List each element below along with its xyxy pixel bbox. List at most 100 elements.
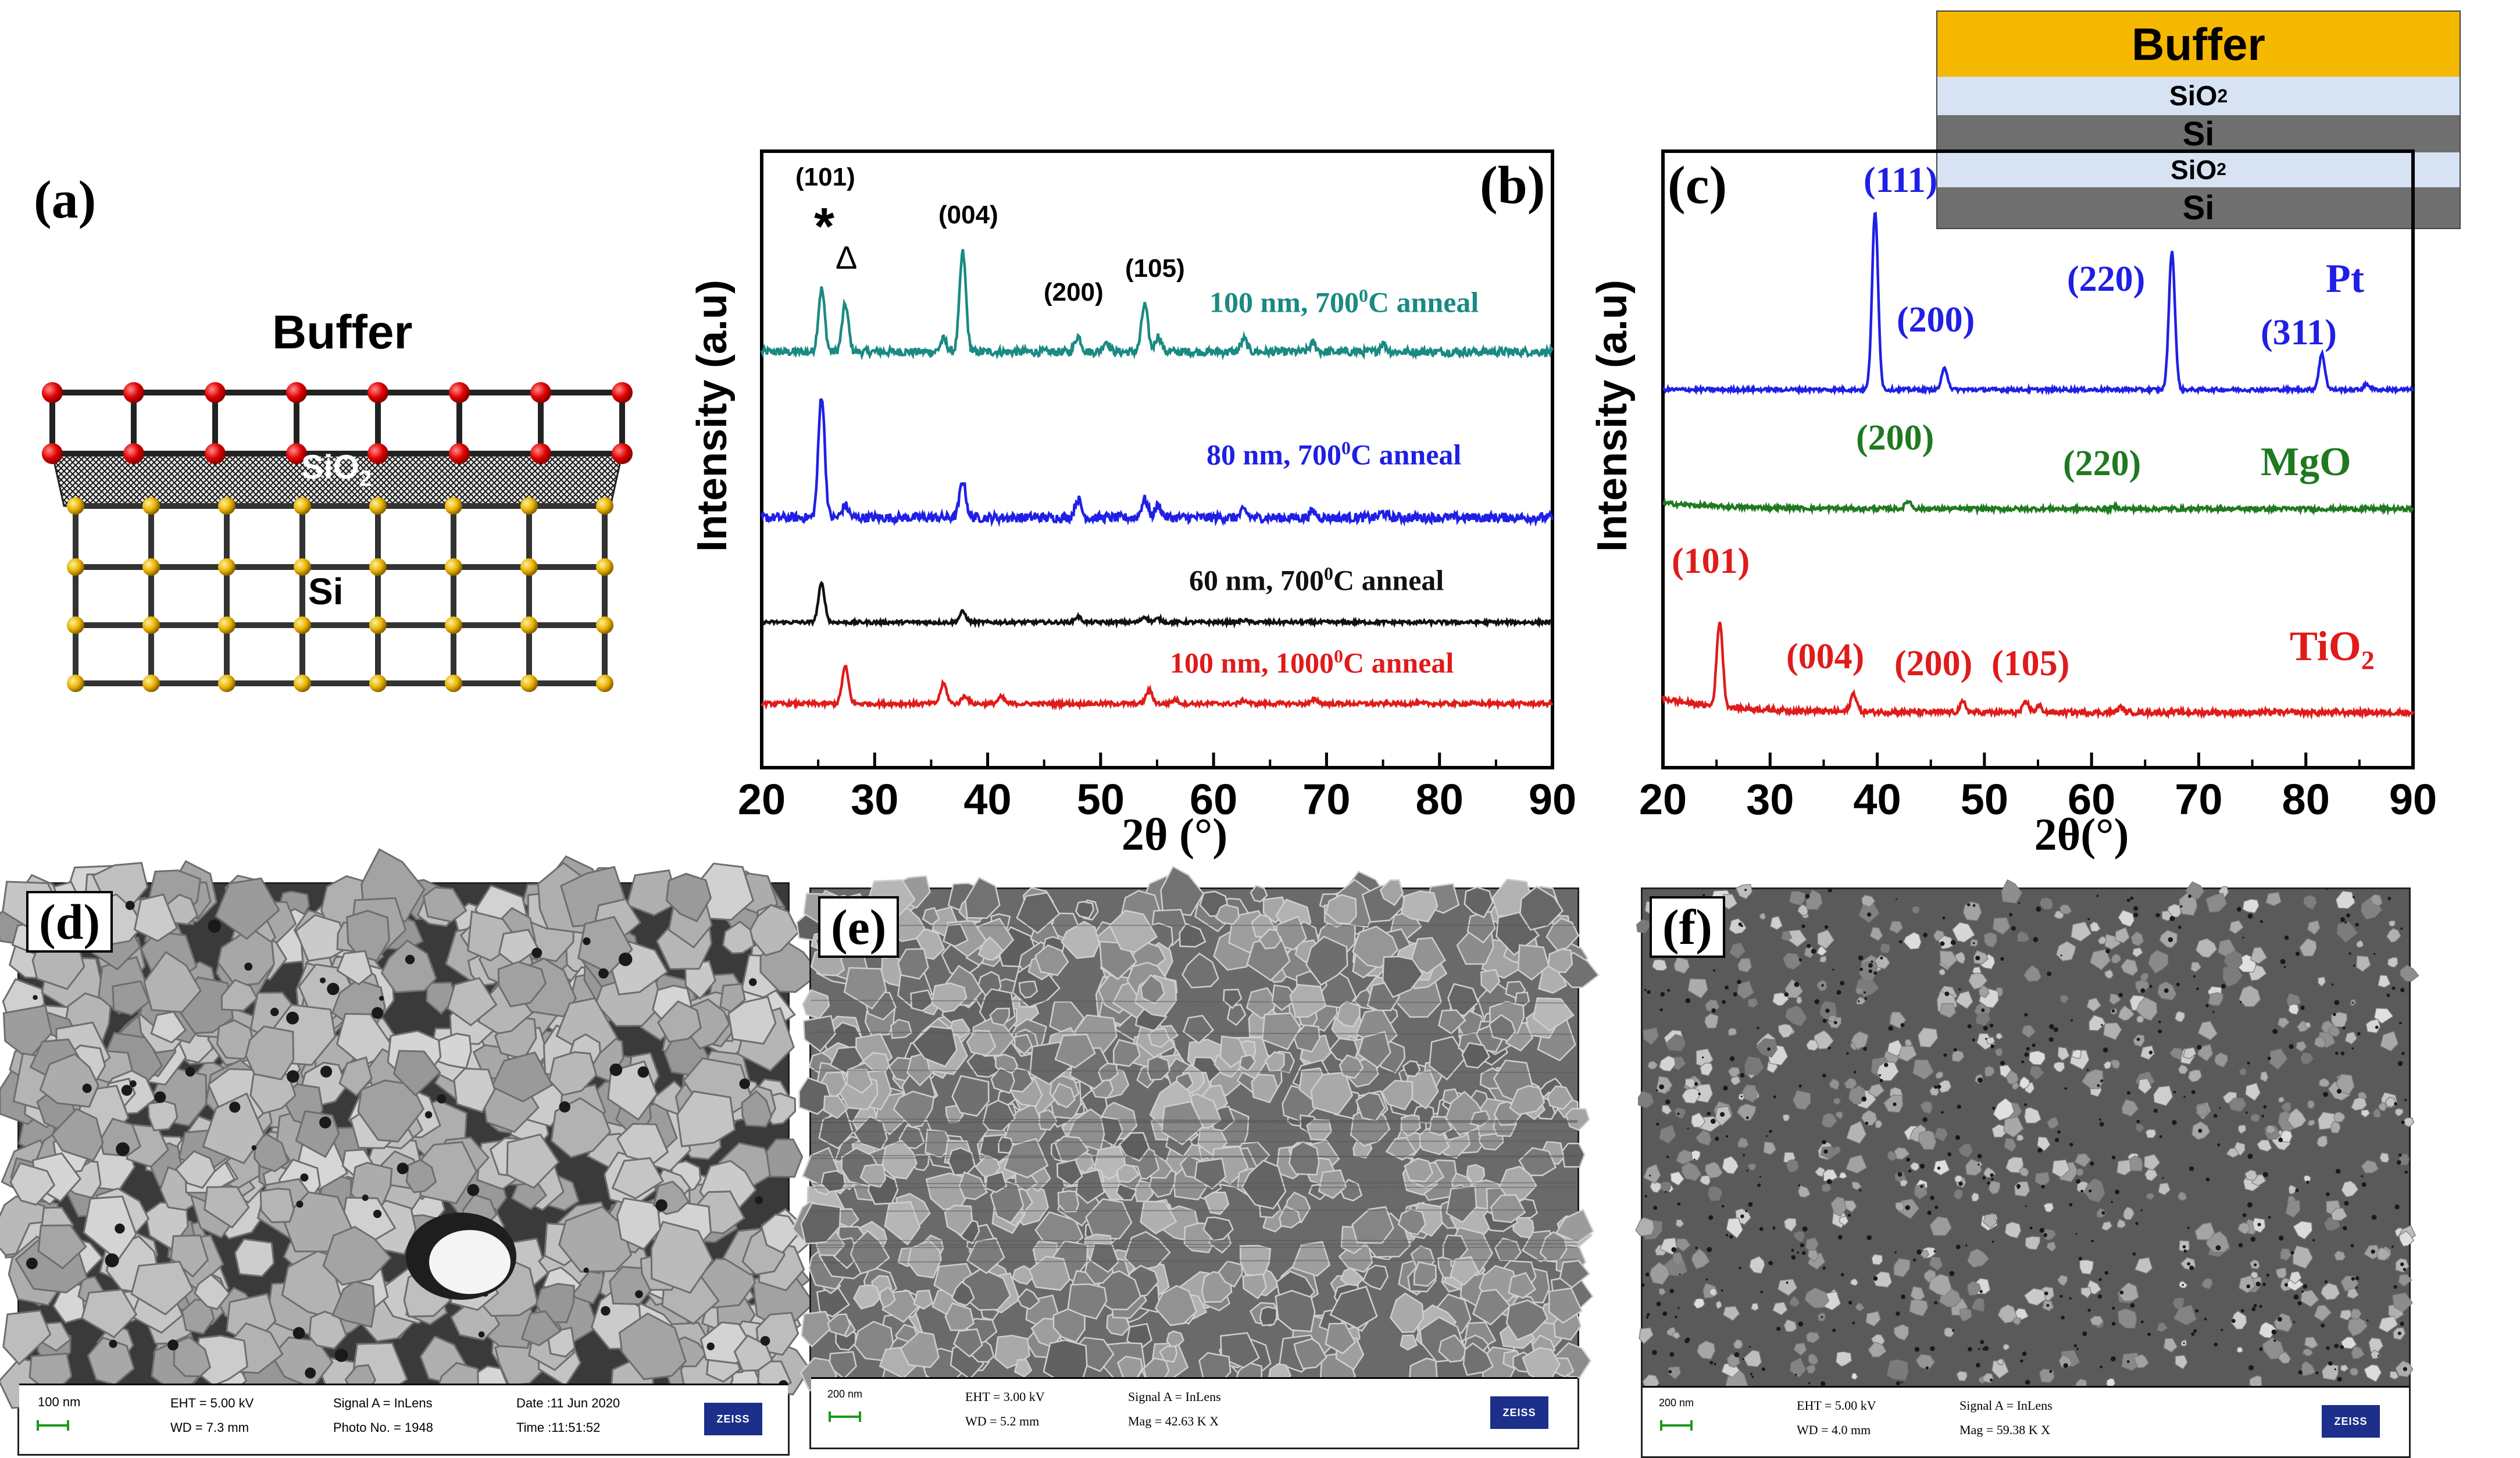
sem-pore (2260, 920, 2263, 923)
sem-grain (1044, 1340, 1087, 1382)
panel-a-sio2-label: SiO2 (301, 448, 372, 492)
sem-pore (2353, 896, 2355, 899)
sem-pore (1990, 1045, 1994, 1049)
sem-e-label: (e) (818, 896, 899, 958)
sem-pore (1757, 1027, 1759, 1029)
sem-pore (2140, 988, 2145, 993)
sem-pore (2080, 1190, 2083, 1193)
sem-pore (2198, 1129, 2202, 1133)
sem-pore (2280, 959, 2286, 964)
sem-pore (2315, 1371, 2318, 1374)
sem-pore (2335, 1368, 2336, 1370)
sem-pore (1832, 1328, 1836, 1332)
si-atom (445, 497, 462, 515)
sem-pore (2340, 1345, 2344, 1349)
sem-pore (1644, 989, 1647, 991)
sem-pore (1821, 1316, 1823, 1318)
sem-pore (1773, 1096, 1776, 1099)
sem-pore (1722, 1000, 1726, 1004)
sem-grain (1820, 956, 1827, 963)
sem-pore (2254, 1304, 2257, 1307)
panel-a-si-label: Si (308, 570, 343, 613)
sem-pore (2366, 1320, 2368, 1321)
chart-b-series-0-sup: 0 (1359, 285, 1368, 306)
si-atom (596, 558, 613, 576)
sem-pore (130, 1081, 137, 1088)
sem-pore (2196, 988, 2199, 990)
sem-pore (2405, 1171, 2408, 1174)
sem-pore (2397, 1160, 2401, 1165)
sem-pore (2183, 1245, 2186, 1249)
sem-d-scale: 100 nm (38, 1395, 80, 1410)
sem-pore (2239, 1243, 2243, 1247)
sem-pore (1746, 1210, 1748, 1213)
sem-pore (373, 1210, 381, 1218)
sem-pore (1652, 1350, 1657, 1355)
xrd-series-1 (1663, 501, 2413, 511)
chart-b-series-3-suffix: C anneal (1343, 647, 1454, 679)
sem-e-scalebar-icon (827, 1409, 862, 1424)
sem-d-wd: WD = 7.3 mm (170, 1420, 249, 1435)
sem-pore (2248, 1365, 2254, 1370)
sem-pore (2399, 1022, 2402, 1025)
sem-pore (2100, 1366, 2103, 1368)
si-atom (218, 675, 235, 692)
sem-pore (1677, 1307, 1679, 1309)
chart-b-series-2-name: 60 nm, 700 (1189, 564, 1324, 597)
sem-pore (2164, 988, 2169, 993)
sem-e-mag: Mag = 42.63 K X (1128, 1414, 1219, 1429)
sem-pore (559, 1101, 570, 1113)
sem-pore (2221, 984, 2226, 989)
chart-b-ylabel: Intensity (a.u) (688, 265, 736, 567)
sem-pore (2087, 1309, 2090, 1311)
sem-f-mag: Mag = 59.38 K X (1959, 1423, 2050, 1438)
sem-pore (1906, 1157, 1910, 1161)
sem-pore (2191, 1090, 2196, 1094)
sem-f-zeiss-logo: ZEISS (2322, 1405, 2380, 1438)
sem-pore (185, 1067, 195, 1077)
sem-pore (2149, 1051, 2153, 1054)
sem-pore (1784, 992, 1789, 997)
sem-pore (327, 983, 339, 995)
buffer-atom (42, 443, 63, 464)
si-atom (294, 616, 311, 634)
sem-pore (1794, 982, 1800, 987)
sem-pore (1990, 1024, 1993, 1027)
sem-pore (2172, 1120, 2176, 1125)
sem-pore (1981, 1008, 1984, 1012)
sem-pore (1832, 969, 1834, 971)
sem-pore (2312, 1239, 2315, 1241)
sem-pore (584, 1268, 589, 1273)
sem-pore (1944, 992, 1949, 996)
sem-pore (1879, 1074, 1882, 1076)
sem-pore (601, 1306, 610, 1316)
sem-pore (2173, 1091, 2176, 1093)
sem-pore (2232, 1319, 2236, 1323)
sem-pore (2180, 906, 2182, 908)
sem-pore (1852, 1321, 1855, 1324)
sem-pore (1863, 1047, 1867, 1051)
sem-pore (2394, 1102, 2397, 1106)
sem-grain (1872, 1254, 1883, 1265)
chart-b-panel-label: (b) (1480, 154, 1545, 216)
sem-e-zeiss-logo: ZEISS (1490, 1396, 1548, 1429)
sem-pore (2047, 971, 2051, 976)
sem-pore (1941, 1111, 1944, 1114)
sem-pore (2193, 1329, 2197, 1333)
sem-pore (1965, 1245, 1968, 1247)
sem-grain (1887, 1360, 1908, 1380)
sem-pore (2182, 1284, 2184, 1286)
sem-pore (2133, 912, 2138, 917)
buffer-atom (530, 443, 551, 464)
sem-pore (1657, 1302, 1661, 1306)
sem-pore (2247, 1202, 2253, 1207)
si-atom (520, 616, 538, 634)
sem-pore (2214, 1343, 2218, 1347)
sem-pore (1859, 968, 1863, 971)
sem-pore (1954, 1048, 1957, 1051)
sem-pore (2149, 985, 2152, 988)
si-atom (596, 497, 613, 515)
sem-pore (1858, 956, 1864, 961)
sem-pore (300, 1174, 308, 1182)
chart-c-tio2-105: (105) (1991, 643, 2069, 685)
